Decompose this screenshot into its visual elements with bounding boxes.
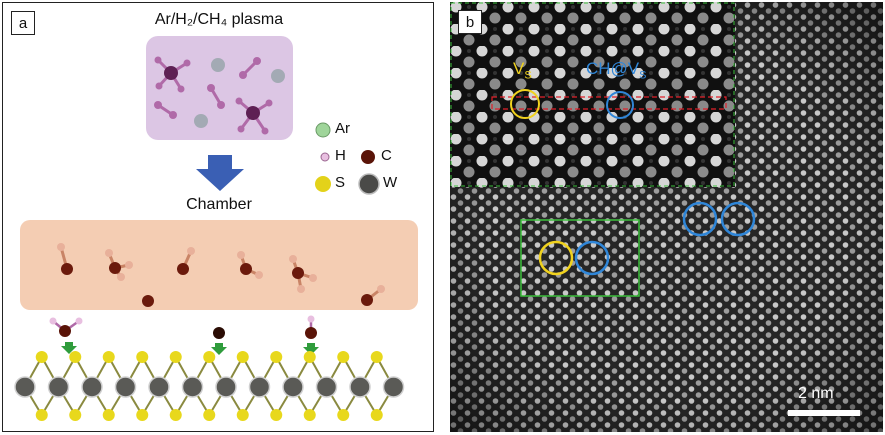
s-atom [303,409,316,421]
w-atom [114,376,137,398]
s-atom [35,351,48,363]
s-atom [236,351,249,363]
down-arrow-icon [196,155,244,191]
panel-a: a Ar/H₂/CH₄ plasma [2,2,434,432]
c-atom [142,295,154,307]
ch-radical [57,243,73,275]
argon-atom [271,69,285,83]
legend-c-label: C [381,147,392,164]
s-atom [136,409,149,421]
chamber-label: Chamber [186,196,252,213]
s-atom [370,409,383,421]
plasma-title: Ar/H₂/CH₄ plasma [154,11,284,28]
s-atom [236,409,249,421]
legend-w: W [383,174,397,191]
legend-w-label: W [383,174,398,191]
chamber-box [20,220,418,310]
argon-atom [211,58,225,72]
zoom-region-box [520,219,640,297]
s-atom [270,409,283,421]
plasma-box [146,36,293,140]
chv-circle [720,201,756,237]
s-atom [69,409,82,421]
s-atom [337,409,350,421]
w-atom [14,376,36,398]
w-atom [282,376,304,398]
vs-inset-circle [510,89,540,119]
s-atom [303,351,316,363]
vs-label-sub: S [524,69,532,82]
ch-radical [361,285,385,306]
ch-radical [177,247,195,275]
s-atom [69,351,82,363]
adsorbate-ch [305,315,317,339]
methane-molecule [235,97,273,135]
ws2-monolayer [14,351,405,421]
methane-molecule [154,56,191,93]
adsorption-arrow-icon [211,343,227,355]
adsorbate-c [213,327,225,339]
legend-w-icon [358,173,380,195]
legend-ar-icon [315,122,331,138]
chv-inset-circle [606,91,634,119]
legend-h-icon [320,152,330,162]
w-atom [382,376,405,398]
w-atom [315,376,338,398]
s-atom [35,409,48,421]
s-atom [337,351,350,363]
legend-h: H [335,147,346,164]
w-atom [248,376,271,398]
panel-b: b VS CH@VS 2 nm [450,2,883,432]
panel-a-label: a [11,11,35,35]
chv-label: CH@VS [586,59,647,81]
ch3-radical [105,249,133,281]
chv-label-sub: S [639,69,647,82]
s-atom [203,409,216,421]
s-atom [203,351,216,363]
w-atom [181,376,204,398]
argon-atom [194,114,208,128]
w-atom [148,376,170,398]
s-atom [270,351,283,363]
inset-border [450,2,735,187]
s-atom [136,351,149,363]
adsorption-arrow-icon [61,342,77,354]
w-atom [81,376,103,398]
legend-c: C [381,147,392,164]
ch2-radical [237,251,263,279]
panel-b-label: b [458,10,482,34]
legend-ar-label: Ar [335,120,350,137]
h2-molecule [207,84,225,109]
h2-molecule [239,57,261,79]
ch3-radical [289,255,317,293]
s-atom [169,351,182,363]
panel-a-illustration [14,36,418,421]
legend-h-label: H [335,147,346,164]
chv-label-main: CH@V [586,59,640,78]
s-atom [102,351,115,363]
legend-s-icon [315,176,331,192]
s-atom [169,409,182,421]
h2-molecule [154,101,177,119]
w-atom [349,376,371,398]
w-atom [47,376,70,398]
scale-bar [788,410,860,416]
legend-s-label: S [335,174,346,191]
vs-label: VS [513,59,532,81]
vs-label-main: V [513,59,525,78]
legend-s: S [335,174,345,191]
adsorbate-ch3 [49,317,83,337]
stem-image [450,2,883,432]
chv-circle [574,240,610,276]
chv-circle [682,201,718,237]
legend-c-icon [361,150,375,164]
w-atom [215,376,237,398]
adsorption-arrow-icon [303,343,319,355]
vs-circle [538,240,574,276]
s-atom [102,409,115,421]
legend-ar: Ar [335,120,350,137]
scale-bar-label: 2 nm [798,385,834,402]
magnified-inset [450,2,735,187]
s-atom [370,351,383,363]
